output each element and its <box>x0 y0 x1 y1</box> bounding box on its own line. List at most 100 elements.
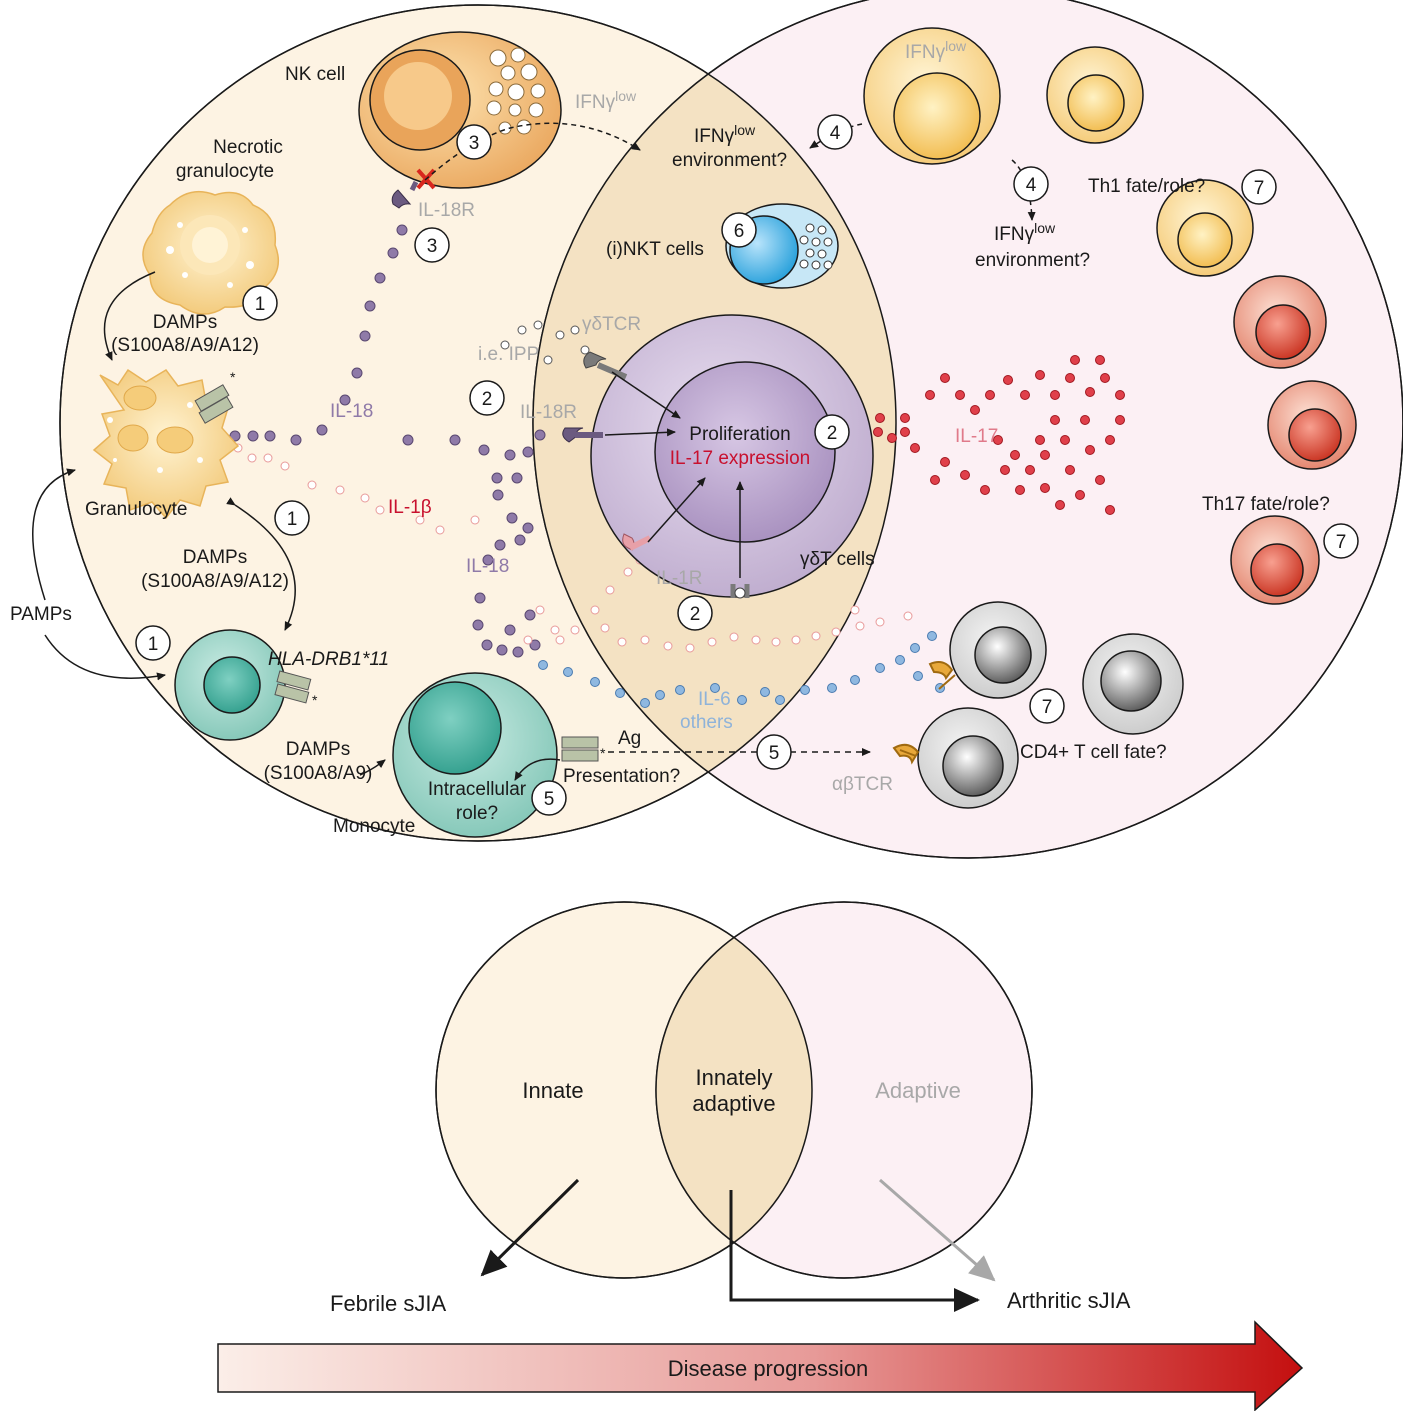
cd4-cell-1 <box>928 601 1047 699</box>
gdtcr-arrow <box>611 371 681 419</box>
ipp-dot <box>543 355 553 365</box>
svg-text:*: * <box>230 369 236 385</box>
il18-dot <box>506 512 518 524</box>
step-number-text: 6 <box>734 221 745 242</box>
il17-dot <box>970 405 980 415</box>
il1b-dot <box>247 453 257 463</box>
il18-dot <box>290 434 302 446</box>
necrotic-label-2: granulocyte <box>176 161 274 182</box>
il18-dot <box>359 330 371 342</box>
th1-label: Th1 fate/role? <box>1088 176 1205 197</box>
il1b-dot <box>831 627 841 637</box>
il6-dot <box>675 685 685 695</box>
th-cell-top <box>863 27 1001 165</box>
proliferation-label: Proliferation <box>689 424 790 445</box>
il1b-dot <box>771 637 781 647</box>
others-label: others <box>680 712 733 733</box>
il17-dot <box>1095 475 1105 485</box>
step-number-il18_2: 2 <box>469 380 505 416</box>
il1b-dot <box>570 625 580 635</box>
il18-dot <box>316 424 328 436</box>
adaptive-label: Adaptive <box>875 1078 961 1103</box>
step-number-text: 2 <box>827 423 838 444</box>
il18-dot <box>504 624 516 636</box>
il17-dot <box>1115 390 1125 400</box>
il18-dot <box>339 394 351 406</box>
gran-mono-arrow <box>226 497 296 631</box>
cd4-cell-2 <box>1082 633 1184 735</box>
il18-dot <box>396 224 408 236</box>
cd4-cell-3 <box>892 707 1019 809</box>
il18r-mid-label: IL-18R <box>520 402 577 423</box>
step-number-il1r: 2 <box>677 595 713 631</box>
il1b-dot <box>590 605 600 615</box>
hla-cell: * <box>174 629 318 741</box>
il17-dot <box>1050 415 1060 425</box>
ipp-label: i.e. IPP <box>478 344 539 365</box>
step-number-nk: 3 <box>456 124 492 160</box>
il18-dot <box>482 554 494 566</box>
svg-text:*: * <box>600 745 606 761</box>
step-number-ag: 5 <box>756 734 792 770</box>
ifn-env-label-2: environment? <box>672 150 787 171</box>
il18-dot <box>364 300 376 312</box>
gd-t-cells-label: γδT cells <box>800 549 875 570</box>
il1b-dot <box>523 635 533 645</box>
il1r-arrow <box>647 477 706 543</box>
presentation-label: Presentation? <box>563 766 680 787</box>
step-number-th1: 7 <box>1241 169 1277 205</box>
il6-dot <box>590 677 600 687</box>
il18-dot <box>478 444 490 456</box>
monocyte-label: Monocyte <box>333 816 415 837</box>
ipp-dot <box>517 325 527 335</box>
il17-dot <box>985 390 995 400</box>
il6-dot <box>875 663 885 673</box>
il18-dot <box>496 644 508 656</box>
step-number-text: 1 <box>255 294 266 315</box>
il17-dot <box>925 390 935 400</box>
il1b-dot <box>850 605 860 615</box>
step-number-th17: 7 <box>1323 523 1359 559</box>
il18-dot <box>529 639 541 651</box>
il1b-dot <box>263 453 273 463</box>
necrotic-label-1: Necrotic <box>213 137 283 158</box>
step-number-hla: 1 <box>135 625 171 661</box>
il17-dot <box>1100 373 1110 383</box>
il17-dot <box>1050 390 1060 400</box>
il17-dot <box>875 413 885 423</box>
il18-dot <box>492 489 504 501</box>
bottom-receptor-icon <box>730 584 750 599</box>
il6-dot <box>737 695 747 705</box>
arthritic-arrow <box>729 1190 980 1312</box>
ipp-dot <box>555 330 565 340</box>
innately-label-1: Innately <box>695 1065 772 1090</box>
il1b-dot <box>605 585 615 595</box>
il18-dot <box>481 639 493 651</box>
step-number-text: 3 <box>427 236 438 257</box>
adaptive-arrow <box>879 1178 996 1282</box>
step-number-text: 7 <box>1254 178 1265 199</box>
il1b-dot <box>751 635 761 645</box>
ipp-dot <box>500 340 510 350</box>
step-number-ifn4a: 4 <box>817 114 853 150</box>
il18-dot <box>522 446 534 458</box>
il17-dot <box>900 413 910 423</box>
il18-label-b: IL-18 <box>466 556 509 577</box>
il17-dot <box>873 427 883 437</box>
granulocyte-label: Granulocyte <box>85 499 187 520</box>
intracellular-label-1: Intracellular <box>428 779 527 800</box>
il17-dot <box>887 433 897 443</box>
il18-dot <box>387 247 399 259</box>
il18-label-a: IL-18 <box>330 401 373 422</box>
il6-dot <box>850 675 860 685</box>
il1b-dot <box>811 631 821 641</box>
il1b-dot <box>550 625 560 635</box>
mhc-receptor-icon <box>274 670 312 704</box>
il17-dot <box>1095 355 1105 365</box>
progression-arrow <box>217 1320 1304 1412</box>
il17-dot <box>940 373 950 383</box>
il17-dot <box>1055 500 1065 510</box>
innately-label-2: adaptive <box>692 1091 775 1116</box>
il1b-dot <box>903 611 913 621</box>
il18-dot <box>512 646 524 658</box>
